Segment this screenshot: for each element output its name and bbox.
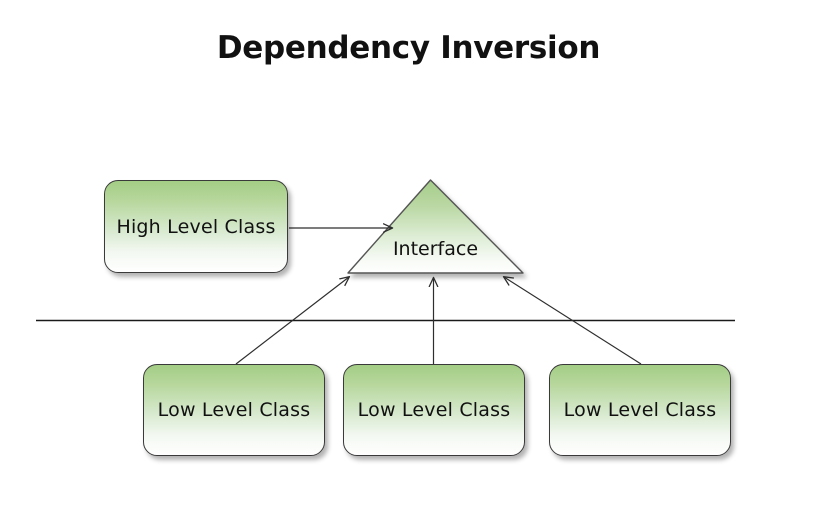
node-low-level-class-3[interactable]: Low Level Class [549, 364, 731, 456]
interface-triangle[interactable] [347, 179, 524, 274]
node-low-level-class-2[interactable]: Low Level Class [343, 364, 525, 456]
high-level-class-label: High Level Class [116, 215, 276, 238]
low-level-class-1-label: Low Level Class [157, 399, 311, 421]
page-title: Dependency Inversion [216, 30, 601, 66]
low-level-class-3-label: Low Level Class [563, 399, 717, 421]
connector-low3-to-interface [504, 277, 642, 365]
connector-low1-to-interface [235, 277, 349, 365]
node-high-level-class[interactable]: High Level Class [104, 180, 288, 273]
node-low-level-class-1[interactable]: Low Level Class [143, 364, 325, 456]
low-level-class-2-label: Low Level Class [357, 399, 511, 421]
